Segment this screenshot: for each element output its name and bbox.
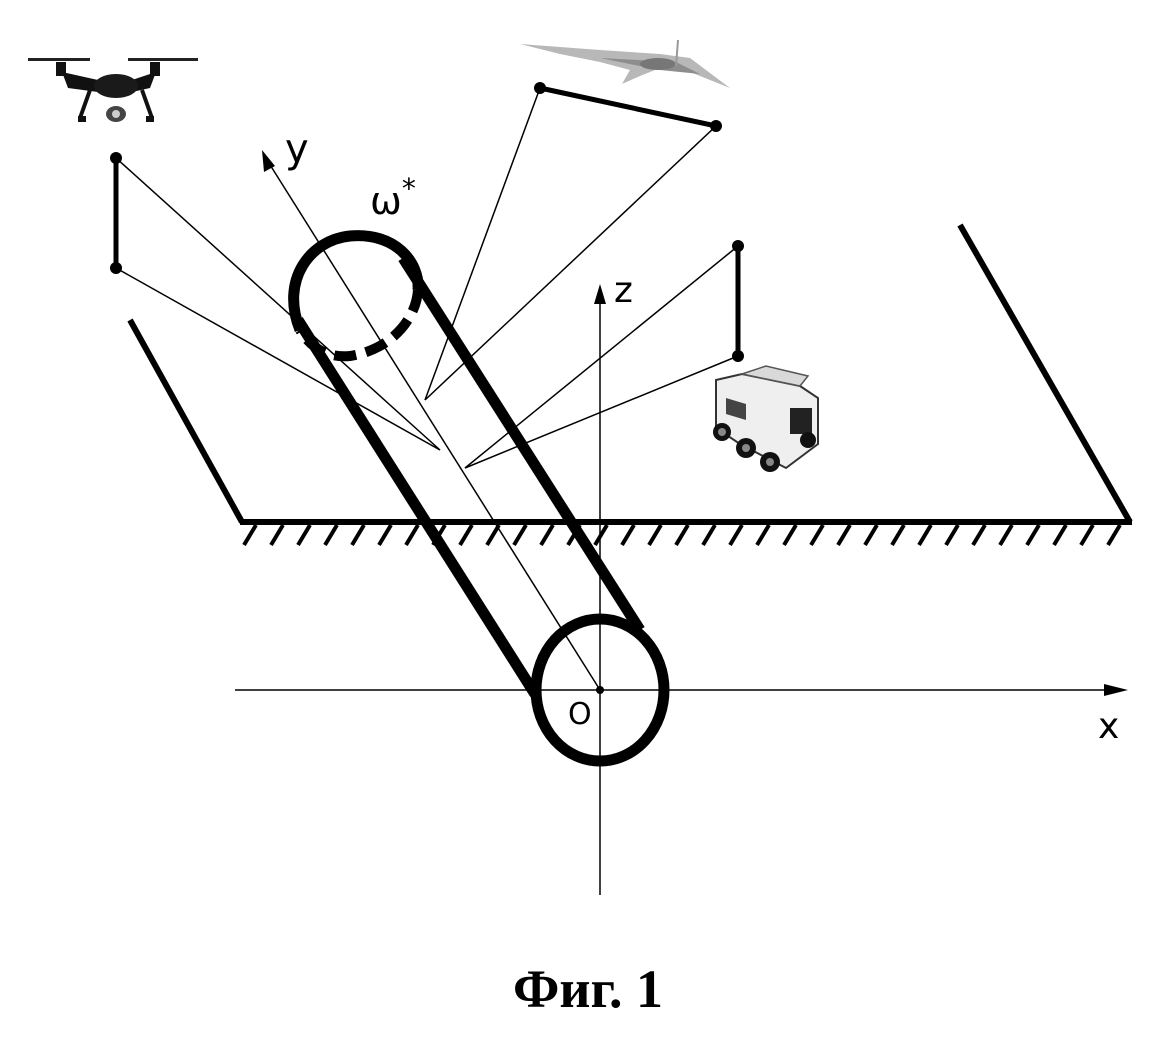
ground-hatch-tick xyxy=(701,523,717,547)
quadcopter-observer-segment xyxy=(110,152,122,274)
quadcopter-drone-icon xyxy=(28,58,198,122)
ground-hatch-tick xyxy=(890,523,906,547)
rover-observer-segment xyxy=(732,240,744,362)
ground-hatch-tick xyxy=(269,523,285,547)
ground-hatch-tick xyxy=(296,523,312,547)
ground-hatch-tick xyxy=(728,523,744,547)
ground-hatch-tick xyxy=(944,523,960,547)
ground-hatch-tick xyxy=(1106,523,1122,547)
ground-hatch-tick xyxy=(485,523,501,547)
sight-lines xyxy=(115,87,739,469)
axis-x xyxy=(235,684,1128,696)
ground-hatch-tick xyxy=(539,523,555,547)
plane-left-edge xyxy=(127,318,245,524)
axis-y-label: y xyxy=(285,126,309,172)
ground-hatch-tick xyxy=(242,523,258,547)
ground-hatch-tick xyxy=(647,523,663,547)
ground-hatch-tick xyxy=(1079,523,1095,547)
ground-hatch-tick xyxy=(836,523,852,547)
ground-hatch-tick xyxy=(971,523,987,547)
ground-hatch-tick xyxy=(377,523,393,547)
origin-label: O xyxy=(568,697,592,732)
ground-hatch-tick xyxy=(863,523,879,547)
ground-hatch-tick xyxy=(1025,523,1041,547)
ground-hatch-tick xyxy=(809,523,825,547)
origin-point xyxy=(596,686,604,694)
ground-hatch-tick xyxy=(323,523,339,547)
ground-hatch-tick xyxy=(755,523,771,547)
omega-label: ω* xyxy=(370,172,416,223)
axis-z xyxy=(594,284,606,895)
axis-z-label: z xyxy=(614,270,633,311)
cylinder xyxy=(288,230,670,767)
ground-hatch-tick xyxy=(512,523,528,547)
figure-caption: Фиг. 1 xyxy=(513,959,663,1019)
aircraft-observer-segment xyxy=(534,82,722,132)
ground-hatch-tick xyxy=(917,523,933,547)
cylinder-bottom-base xyxy=(530,613,670,767)
ground-hatch-tick xyxy=(1052,523,1068,547)
plane-right-edge xyxy=(957,223,1133,524)
fixed-wing-aircraft-icon xyxy=(520,39,730,88)
ground-surface xyxy=(240,519,1132,547)
ground-hatch-tick xyxy=(620,523,636,547)
ground-hatch-tick xyxy=(782,523,798,547)
ground-robot-vehicle-icon xyxy=(713,365,819,472)
axis-y xyxy=(262,150,601,691)
ground-hatch-tick xyxy=(998,523,1014,547)
ground-hatch-tick xyxy=(593,523,609,547)
ground-hatch-tick xyxy=(350,523,366,547)
cylinder-top-base xyxy=(288,230,424,333)
axis-x-label: x xyxy=(1098,706,1119,747)
ground-hatch-tick xyxy=(674,523,690,547)
ground-hatch-tick xyxy=(404,523,420,547)
ground-hatch-tick xyxy=(458,523,474,547)
cylinder-top-hidden-arc xyxy=(295,289,423,362)
